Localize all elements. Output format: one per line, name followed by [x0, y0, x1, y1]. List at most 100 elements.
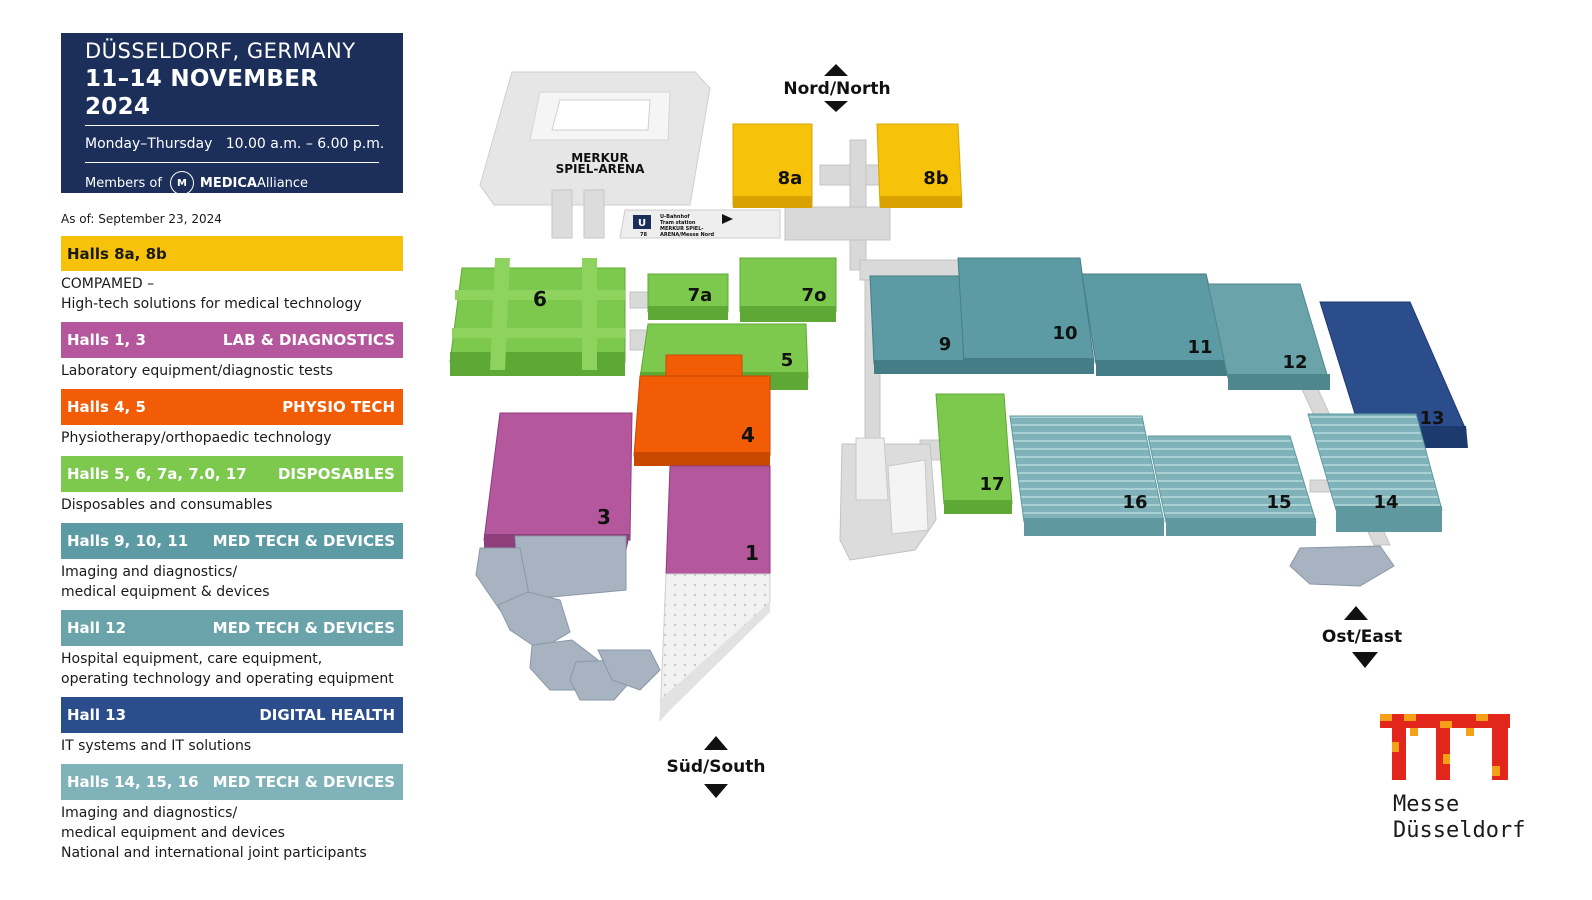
- arrow-down-icon: [824, 101, 848, 112]
- legend-entry: Halls 1, 3 LAB & DIAGNOSTICS Laboratory …: [61, 322, 403, 389]
- legend-bar: Halls 9, 10, 11 MED TECH & DEVICES: [61, 523, 403, 559]
- event-header: DÜSSELDORF, GERMANY 11–14 NOVEMBER 2024 …: [61, 33, 403, 195]
- legend-entry: Halls 5, 6, 7a, 7.0, 17 DISPOSABLES Disp…: [61, 456, 403, 523]
- event-city: DÜSSELDORF, GERMANY: [85, 39, 356, 63]
- legend-bar: Halls 1, 3 LAB & DIAGNOSTICS: [61, 322, 403, 358]
- messe-duesseldorf-logo-icon: [1380, 714, 1510, 780]
- legend-bar: Halls 8a, 8b: [61, 236, 403, 271]
- header-divider-2: [85, 162, 379, 163]
- hall-label-4: 4: [741, 423, 755, 447]
- opening-hours: Monday–Thursday 10.00 a.m. – 6.00 p.m.: [85, 136, 385, 152]
- arrow-down-icon: [1352, 652, 1378, 668]
- hall-7a[interactable]: 7a: [647, 273, 729, 320]
- hall-15[interactable]: 15: [1147, 435, 1317, 536]
- legend-entry: Hall 12 MED TECH & DEVICES Hospital equi…: [61, 610, 403, 697]
- svg-text:U: U: [638, 218, 646, 229]
- station-line-4: ARENA/Messe Nord: [660, 232, 715, 238]
- legend-halls: Halls 4, 5: [67, 398, 146, 416]
- compass-east: Ost/East: [1322, 606, 1402, 668]
- hall-label-5: 5: [781, 350, 794, 371]
- messe-logo-text: Messe Düsseldorf: [1393, 792, 1525, 844]
- south-label: Süd/South: [667, 757, 766, 777]
- hall-6[interactable]: 6: [449, 258, 626, 376]
- hall-3[interactable]: 3: [483, 412, 633, 552]
- legend-entry: Halls 9, 10, 11 MED TECH & DEVICES Imagi…: [61, 523, 403, 610]
- arrow-up-icon: [704, 736, 728, 750]
- hall-8b[interactable]: 8b: [876, 123, 963, 208]
- legend-category: DISPOSABLES: [277, 465, 395, 483]
- legend-category: MED TECH & DEVICES: [212, 619, 395, 637]
- arrow-up-icon: [1344, 606, 1368, 620]
- hall-12[interactable]: 12: [1207, 283, 1330, 390]
- station-code: 78: [640, 232, 647, 238]
- hall-label-1: 1: [745, 541, 759, 565]
- hall-label-14: 14: [1373, 492, 1398, 513]
- legend-bar: Halls 4, 5 PHYSIO TECH: [61, 389, 403, 425]
- hall-label-6: 6: [533, 287, 547, 311]
- east-entrance: [1289, 545, 1395, 587]
- hall-label-3: 3: [597, 505, 611, 529]
- hall-label-16: 16: [1122, 492, 1147, 513]
- east-label: Ost/East: [1322, 627, 1402, 647]
- alliance-name: MEDICAAlliance: [199, 175, 309, 191]
- station-line-2: Tram station: [660, 220, 696, 226]
- hall-label-7a: 7a: [688, 285, 713, 306]
- legend-bar: Hall 12 MED TECH & DEVICES: [61, 610, 403, 646]
- hall-9[interactable]: 9: [869, 275, 965, 374]
- hall-3-pavilion: [475, 535, 661, 701]
- tram-station: U U-Bahnhof Tram station MERKUR SPIEL- A…: [619, 209, 781, 239]
- arrow-up-icon: [824, 64, 848, 76]
- legend-category: PHYSIO TECH: [282, 398, 395, 416]
- direction-arrow-icon: [722, 214, 733, 224]
- members-prefix: Members of: [85, 175, 162, 191]
- hall-label-12: 12: [1282, 352, 1307, 373]
- legend-description: Hospital equipment, care equipment, oper…: [61, 651, 394, 687]
- hall-1[interactable]: 1: [659, 465, 771, 722]
- merkur-spiel-arena: MERKUR SPIEL-ARENA: [479, 71, 711, 239]
- hall-label-10: 10: [1052, 323, 1077, 344]
- legend-description: Disposables and consumables: [61, 497, 273, 513]
- legend-description: IT systems and IT solutions: [61, 738, 252, 754]
- hall-label-8b: 8b: [923, 168, 949, 189]
- legend-description: COMPAMED – High-tech solutions for medic…: [61, 276, 362, 312]
- legend-category: DIGITAL HEALTH: [259, 706, 395, 724]
- hall-label-15: 15: [1266, 492, 1291, 513]
- hall-11[interactable]: 11: [1081, 273, 1229, 376]
- compass-south: Süd/South: [667, 736, 766, 798]
- header-divider: [85, 125, 379, 126]
- legend-description: Imaging and diagnostics/ medical equipme…: [61, 564, 270, 600]
- arena-label-line1: MERKUR: [571, 151, 628, 165]
- legend-entry: Halls 4, 5 PHYSIO TECH Physiotherapy/ort…: [61, 389, 403, 456]
- hall-label-17: 17: [979, 474, 1004, 495]
- arena-label-line2: SPIEL-ARENA: [556, 162, 645, 176]
- legend-entry: Halls 8a, 8b COMPAMED – High-tech soluti…: [61, 236, 403, 322]
- legend-description: Imaging and diagnostics/ medical equipme…: [61, 805, 367, 861]
- station-line-1: U-Bahnhof: [660, 214, 690, 220]
- hall-label-8a: 8a: [778, 168, 803, 189]
- u-bahn-icon: [633, 215, 651, 229]
- north-label: Nord/North: [783, 79, 890, 99]
- legend-bar: Hall 13 DIGITAL HEALTH: [61, 697, 403, 733]
- legend-description: Physiotherapy/orthopaedic technology: [61, 430, 332, 446]
- legend-halls: Hall 13: [67, 706, 127, 724]
- legend-entry: Hall 13 DIGITAL HEALTH IT systems and IT…: [61, 697, 403, 764]
- hall-16[interactable]: 16: [1009, 415, 1165, 536]
- legend-halls: Halls 14, 15, 16: [67, 773, 199, 791]
- compass-north: Nord/North: [783, 64, 891, 112]
- legend-description: Laboratory equipment/diagnostic tests: [61, 363, 333, 379]
- hall-14[interactable]: 14: [1307, 413, 1443, 532]
- hall-10[interactable]: 10: [957, 257, 1095, 374]
- hall-8a[interactable]: 8a: [732, 123, 813, 208]
- legend-bar: Halls 5, 6, 7a, 7.0, 17 DISPOSABLES: [61, 456, 403, 492]
- hall-4[interactable]: 4: [633, 354, 771, 466]
- hall-label-9: 9: [939, 334, 952, 355]
- legend-category: MED TECH & DEVICES: [212, 773, 395, 791]
- hall-7-0[interactable]: 7o: [739, 257, 837, 322]
- office-tower: [839, 437, 937, 561]
- hall-label-11: 11: [1187, 337, 1212, 358]
- logo-line-1: Messe: [1393, 792, 1460, 817]
- legend-halls: Halls 1, 3: [67, 331, 146, 349]
- hall-17[interactable]: 17: [935, 393, 1013, 514]
- legend-category: LAB & DIAGNOSTICS: [222, 331, 395, 349]
